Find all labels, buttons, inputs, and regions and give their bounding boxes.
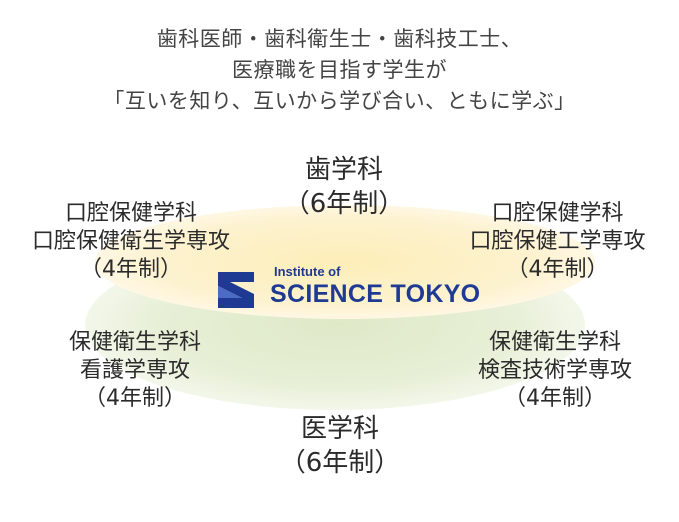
- department-laboratory-years: （4年制）: [504, 386, 606, 411]
- department-nursing-major: 看護学専攻: [79, 358, 190, 383]
- institute-logo-name: SCIENCE TOKYO: [270, 280, 481, 308]
- department-oral-health-hygiene-major: 口腔保健衛生学専攻: [31, 229, 230, 254]
- department-dental-years: （6年制）: [283, 189, 405, 219]
- header-text: 歯科医師・歯科衛生士・歯科技工士、 医療職を目指す学生が 「互いを知り、互いから…: [0, 24, 679, 117]
- department-oral-health-hygiene-years: （4年制）: [80, 257, 182, 282]
- institute-logo-mark-icon: [218, 272, 254, 308]
- department-laboratory: 保健衛生学科 検査技術学専攻 （4年制）: [455, 329, 655, 413]
- header-line-2: 医療職を目指す学生が: [232, 58, 447, 82]
- department-nursing-name: 保健衛生学科: [68, 330, 201, 355]
- department-medical: 医学科 （6年制）: [265, 412, 415, 480]
- department-oral-health-engineering-name: 口腔保健学科: [491, 201, 624, 226]
- header-line-1: 歯科医師・歯科衛生士・歯科技工士、: [156, 27, 523, 51]
- department-nursing: 保健衛生学科 看護学専攻 （4年制）: [50, 329, 220, 413]
- department-dental: 歯学科 （6年制）: [269, 153, 419, 221]
- department-oral-health-engineering-major: 口腔保健工学専攻: [469, 229, 646, 254]
- department-nursing-years: （4年制）: [84, 386, 186, 411]
- department-oral-health-hygiene: 口腔保健学科 口腔保健衛生学専攻 （4年制）: [0, 200, 262, 284]
- department-dental-name: 歯学科: [304, 155, 383, 185]
- department-oral-health-engineering: 口腔保健学科 口腔保健工学専攻 （4年制）: [436, 200, 679, 284]
- department-medical-years: （6年制）: [279, 448, 401, 478]
- institute-logo: Institute of SCIENCE TOKYO: [214, 262, 484, 312]
- department-oral-health-hygiene-name: 口腔保健学科: [64, 201, 197, 226]
- department-laboratory-name: 保健衛生学科: [488, 330, 621, 355]
- department-laboratory-major: 検査技術学専攻: [477, 358, 632, 383]
- institute-logo-small-text: Institute of: [274, 264, 341, 279]
- department-medical-name: 医学科: [300, 414, 379, 444]
- header-line-3: 「互いを知り、互いから学び合い、ともに学ぶ」: [103, 89, 576, 113]
- department-oral-health-engineering-years: （4年制）: [506, 257, 609, 282]
